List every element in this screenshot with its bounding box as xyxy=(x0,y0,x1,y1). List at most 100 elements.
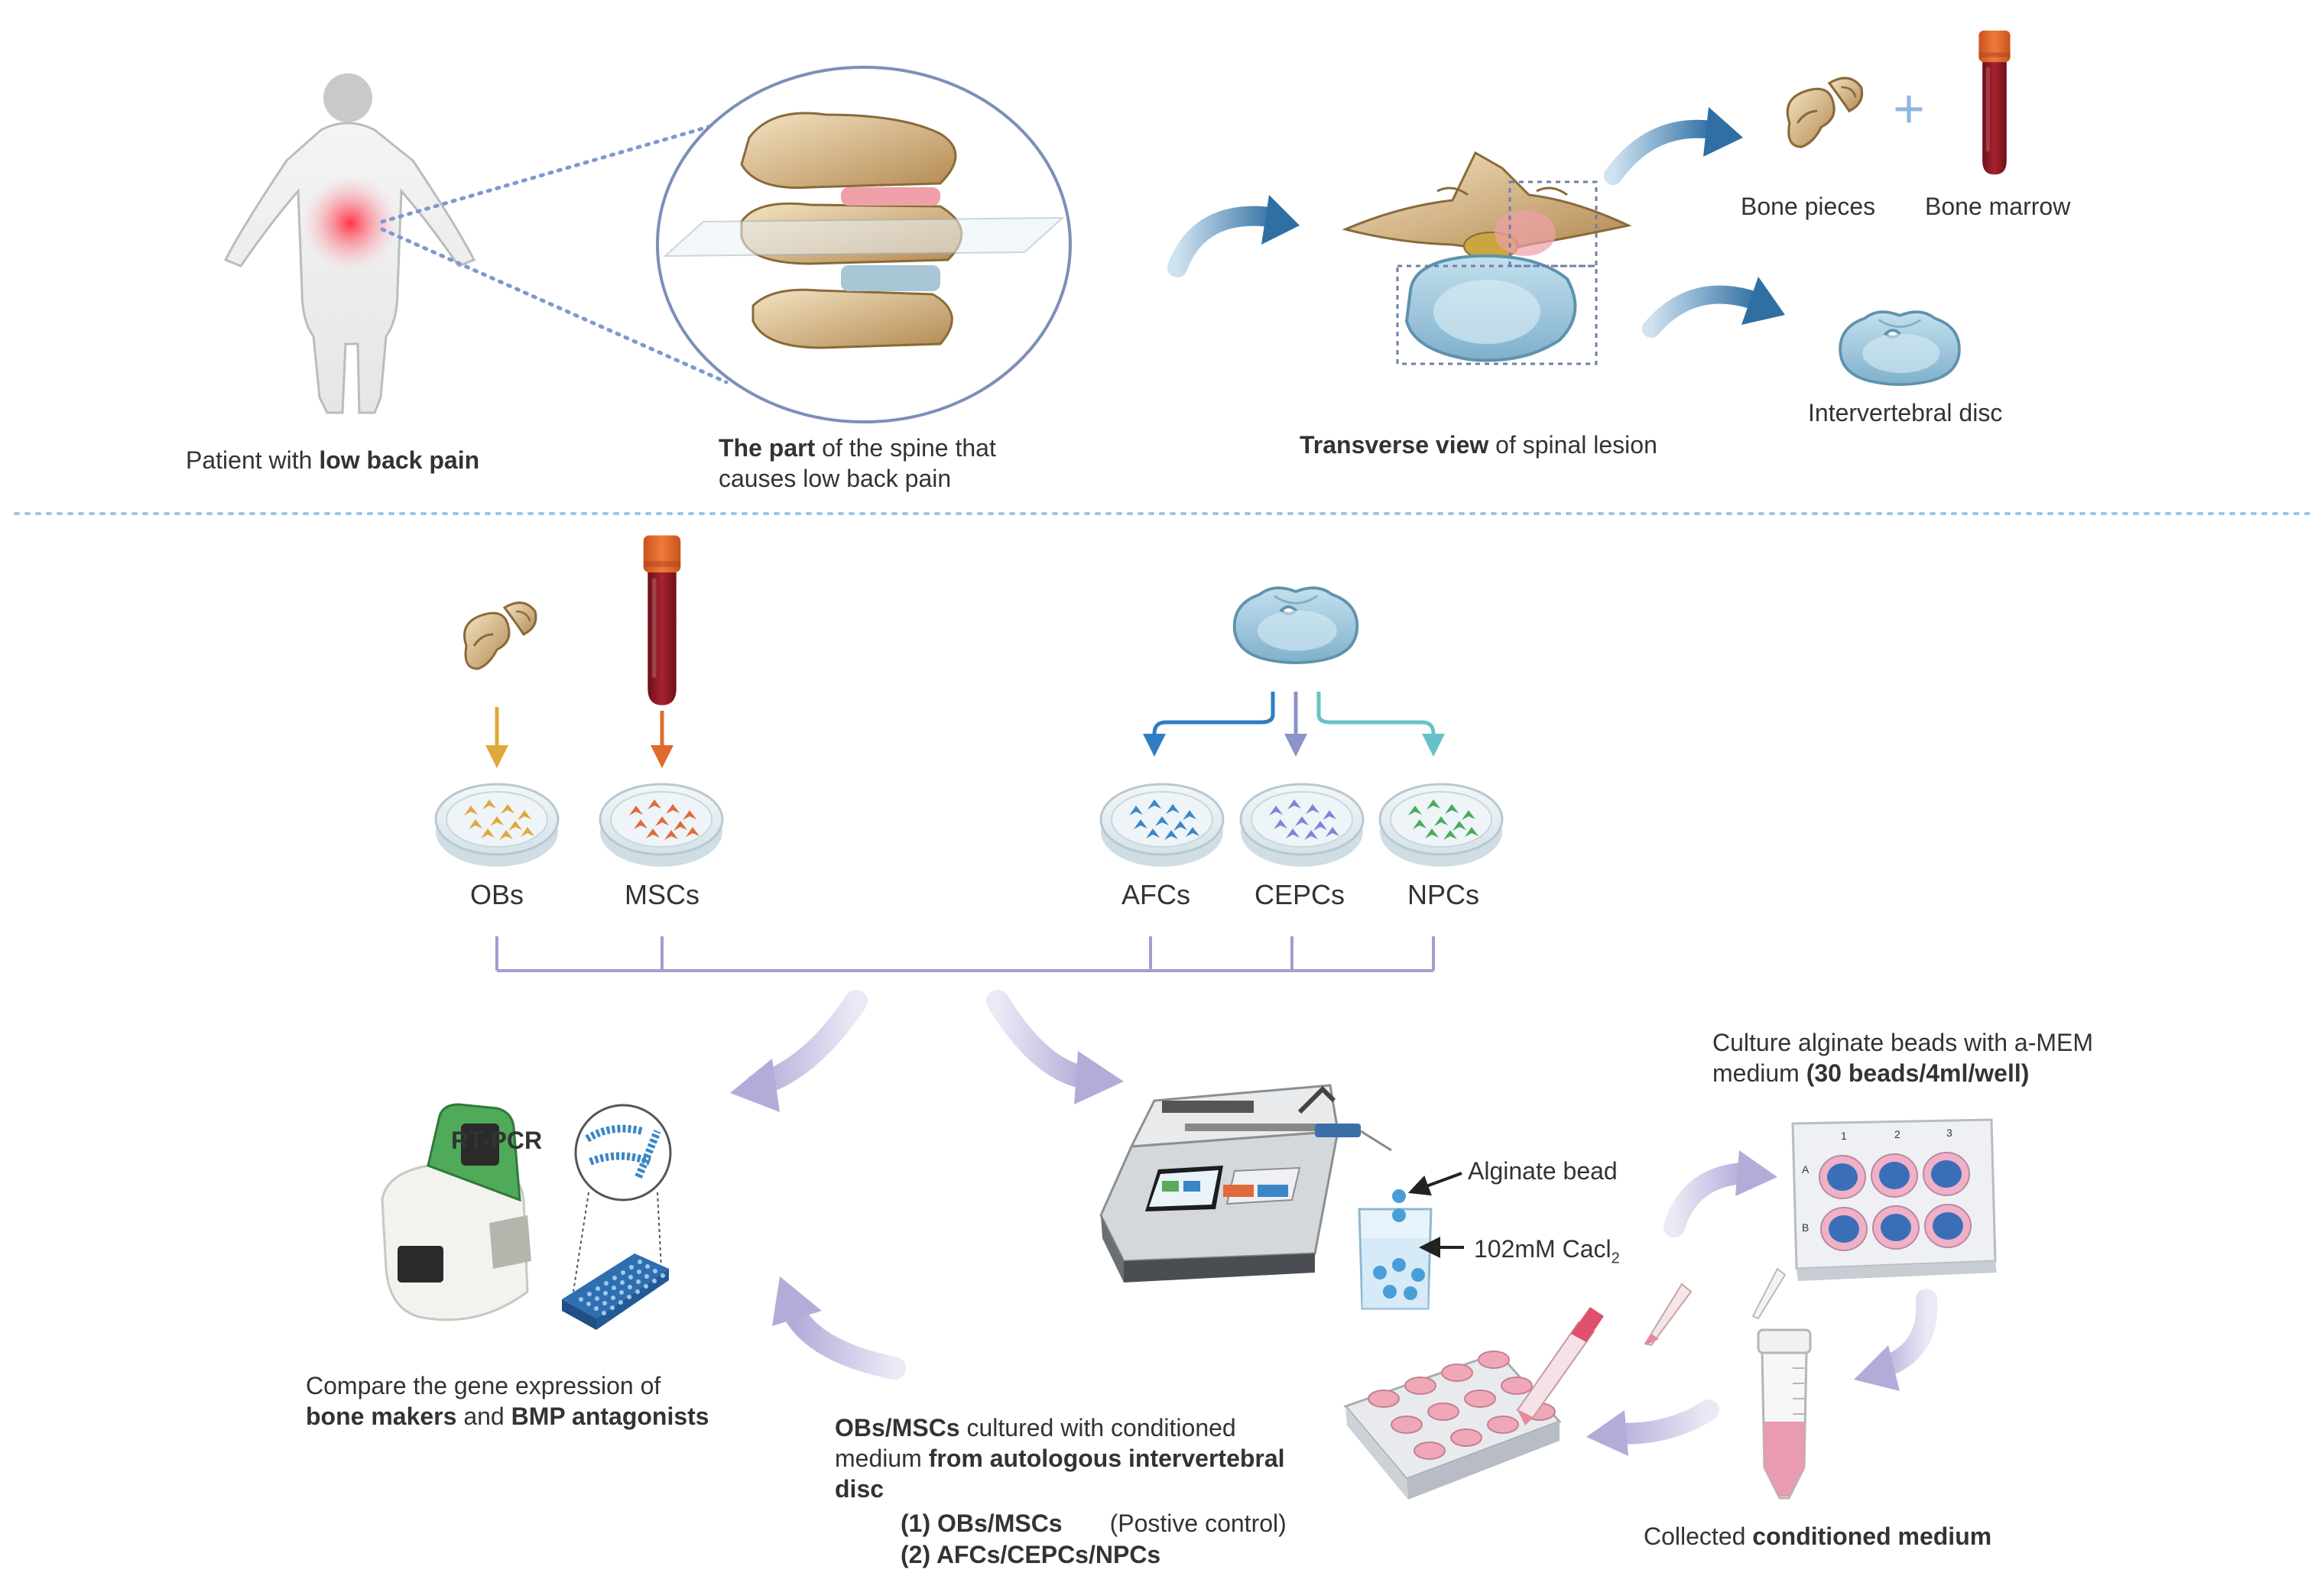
well-mark xyxy=(1871,1153,1918,1198)
cell-mark xyxy=(1173,821,1187,831)
cell-mark xyxy=(1304,830,1318,840)
cell-mark xyxy=(1326,827,1339,837)
spine-zoom-circle xyxy=(656,66,1072,423)
spine-part-caption: The part of the spine that causes low ba… xyxy=(719,434,996,492)
pcr-well-mark xyxy=(637,1270,641,1274)
cell-mark xyxy=(1134,819,1147,829)
cell-mark xyxy=(1452,821,1466,831)
bead-mark xyxy=(1383,1285,1397,1299)
pcr-well-mark xyxy=(610,1305,615,1310)
pipette-tip-1 xyxy=(1644,1283,1693,1347)
cell-mark xyxy=(1166,804,1180,814)
cell-bracket xyxy=(495,936,1435,972)
bead-mark xyxy=(1404,1286,1417,1300)
bone-pieces-label: Bone pieces xyxy=(1741,193,1876,220)
plate-col-3: 3 xyxy=(1946,1127,1952,1139)
bead-mark xyxy=(1392,1208,1406,1222)
cell-mark xyxy=(634,819,648,829)
pcr-well-mark xyxy=(638,1260,642,1264)
cell-mark xyxy=(1443,830,1457,840)
cepcs-label: CEPCs xyxy=(1254,879,1345,910)
cell-mark xyxy=(655,816,669,826)
petri-dish-afcs xyxy=(1099,783,1225,868)
pcr-well-mark xyxy=(621,1270,625,1275)
cell-mark xyxy=(1462,810,1475,820)
cell-mark xyxy=(499,830,513,840)
bead-mark xyxy=(1392,1258,1406,1272)
pcr-well-mark xyxy=(636,1279,641,1284)
pcr-machine xyxy=(381,1103,531,1321)
pcr-well-mark xyxy=(620,1280,625,1285)
cell-mark xyxy=(469,819,482,829)
well-mark xyxy=(1924,1204,1972,1248)
bone-marrow-label: Bone marrow xyxy=(1925,193,2071,220)
cacl2-label: 102mM Cacl2 xyxy=(1474,1235,1620,1267)
conical-tube xyxy=(1757,1328,1812,1500)
cell-mark xyxy=(518,810,531,820)
cacl2-beaker xyxy=(1358,1189,1433,1310)
twentyfour-well-plate xyxy=(1343,1307,1604,1500)
cell-mark xyxy=(1146,829,1160,838)
cell-mark xyxy=(1465,827,1478,837)
cell-mark xyxy=(1287,799,1301,809)
plate-col-1: 1 xyxy=(1841,1130,1847,1142)
collected-medium-caption: Collected conditioned medium xyxy=(1644,1523,1992,1550)
pcr-well-mark xyxy=(652,1279,657,1283)
pcr-well-mark xyxy=(627,1295,631,1299)
pipette-tip-2 xyxy=(1751,1267,1787,1320)
pcr-well-mark xyxy=(579,1297,583,1302)
petri-dish-npcs xyxy=(1378,783,1504,868)
pcr-well-mark xyxy=(594,1306,599,1311)
pcr-well-mark xyxy=(635,1289,640,1294)
well-mark xyxy=(1427,1403,1459,1421)
cell-mark xyxy=(1306,804,1319,814)
bead-mark xyxy=(1411,1268,1425,1282)
rtpcr-caption: Compare the gene expression of bone make… xyxy=(306,1372,709,1430)
cell-mark xyxy=(1295,816,1309,826)
pcr-well-mark xyxy=(618,1300,623,1305)
rtpcr-title: RT-PCR xyxy=(451,1127,543,1154)
mscs-label: MSCs xyxy=(625,879,699,910)
pcr-well-mark xyxy=(629,1265,634,1270)
cell-mark xyxy=(664,830,678,840)
well-mark xyxy=(1501,1377,1533,1395)
cell-mark xyxy=(464,806,478,816)
bone-marrow-tube-icon-2 xyxy=(643,535,681,705)
pcr-well-mark xyxy=(644,1274,649,1279)
bone-pieces-icon-2 xyxy=(463,602,537,670)
pcr-plate xyxy=(562,1253,669,1330)
pcr-well-mark xyxy=(596,1286,600,1291)
culture-beads-caption: Culture alginate beads with a-MEM medium… xyxy=(1712,1029,2094,1087)
pcr-well-mark xyxy=(644,1284,648,1289)
plus-sign: + xyxy=(1893,79,1926,140)
petri-dish-cepcs xyxy=(1239,783,1365,868)
cell-mark xyxy=(674,821,687,831)
plate-row-b: B xyxy=(1802,1221,1810,1234)
bone-marrow-tube-icon xyxy=(1978,31,2011,175)
well-mark xyxy=(1464,1390,1496,1408)
cell-mark xyxy=(1323,810,1336,820)
cell-mark xyxy=(629,806,643,816)
condition-item-2: (2) AFCs/CEPCs/NPCs xyxy=(901,1541,1161,1568)
pcr-well-mark xyxy=(661,1273,665,1278)
cell-mark xyxy=(1434,816,1448,826)
pcr-well-mark xyxy=(619,1290,624,1295)
well-mark xyxy=(1872,1205,1920,1250)
cell-clusters xyxy=(464,799,1478,840)
pcr-well-mark xyxy=(628,1275,633,1279)
cell-mark xyxy=(1408,806,1422,816)
pcr-well-mark xyxy=(653,1269,657,1273)
six-well-plate xyxy=(1791,1118,1997,1281)
cell-mark xyxy=(1269,806,1283,816)
pcr-well-mark xyxy=(602,1311,606,1315)
cell-mark xyxy=(482,799,496,809)
bead-mark xyxy=(1373,1266,1387,1279)
pcr-well-mark xyxy=(612,1286,616,1290)
cell-mark xyxy=(1186,827,1199,837)
cell-mark xyxy=(501,804,514,814)
patient-caption: Patient with low back pain xyxy=(186,446,480,474)
pcr-well-mark xyxy=(604,1281,609,1286)
cell-mark xyxy=(648,799,661,809)
alginate-bead-label: Alginate bead xyxy=(1468,1157,1618,1185)
